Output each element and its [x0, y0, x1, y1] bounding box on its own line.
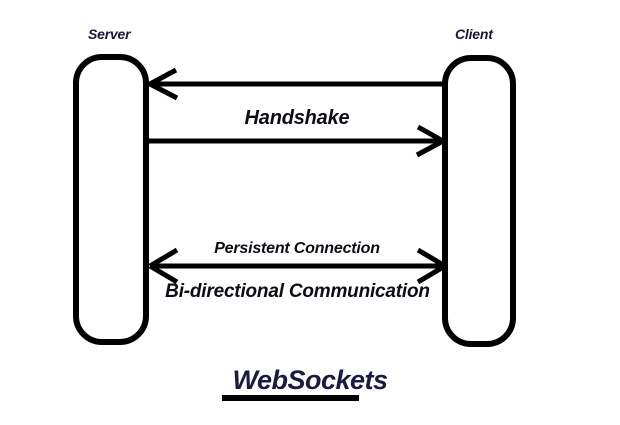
- diagram-title-underline: [222, 395, 359, 401]
- diagram-title: WebSockets: [232, 365, 388, 395]
- edge-handshake-response: [147, 124, 445, 158]
- server-node-shape[interactable]: [73, 54, 149, 345]
- client-node-shape[interactable]: [442, 55, 516, 347]
- bidirectional-communication-edge-label: Bi-directional Communication: [165, 281, 430, 302]
- server-node-label: Server: [88, 26, 131, 42]
- client-node-label: Client: [455, 26, 493, 42]
- persistent-connection-edge-label: Persistent Connection: [214, 240, 380, 257]
- handshake-edge-label: Handshake: [244, 107, 350, 129]
- edge-persistent-connection: [148, 247, 447, 285]
- edge-handshake-request: [148, 67, 446, 101]
